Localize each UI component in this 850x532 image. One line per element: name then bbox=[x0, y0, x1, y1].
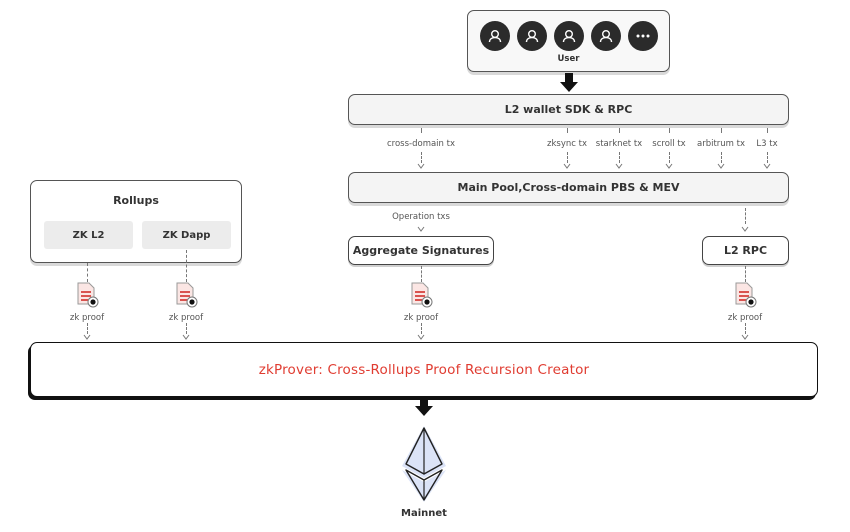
chevron-down-icon bbox=[741, 226, 749, 232]
chevron-down-icon bbox=[741, 334, 749, 340]
tx-label-zksync: zksync tx bbox=[547, 139, 587, 149]
rollup-item-zk-l2[interactable]: ZK L2 bbox=[44, 221, 133, 249]
dashed-connector bbox=[186, 323, 187, 334]
rollups-title: Rollups bbox=[113, 194, 159, 207]
proof-document-icon bbox=[735, 282, 757, 308]
tx-label-starknet: starknet tx bbox=[595, 139, 643, 149]
chevron-down-icon bbox=[615, 163, 623, 169]
dashed-connector bbox=[421, 266, 422, 282]
proof-document-icon bbox=[77, 282, 99, 308]
tx-label-l3: L3 tx bbox=[756, 139, 778, 149]
dashed-connector bbox=[669, 152, 670, 163]
dashed-connector bbox=[567, 152, 568, 163]
chevron-down-icon bbox=[417, 226, 425, 232]
zk-proof-aggregate: zk proof bbox=[401, 282, 441, 323]
proof-document-icon bbox=[411, 282, 433, 308]
zk-proof-label: zk proof bbox=[168, 313, 204, 323]
aggregate-signatures-box: Aggregate Signatures bbox=[348, 236, 494, 265]
tick-connector bbox=[767, 128, 768, 133]
user-icon bbox=[488, 30, 501, 43]
dashed-connector bbox=[186, 250, 187, 282]
proof-document-icon bbox=[176, 282, 198, 308]
dashed-connector bbox=[421, 323, 422, 334]
zkprover-label: zkProver: Cross-Rollups Proof Recursion … bbox=[258, 361, 590, 378]
operation-txs-label: Operation txs bbox=[392, 212, 450, 222]
down-arrow-icon bbox=[415, 398, 433, 416]
tick-connector bbox=[721, 128, 722, 133]
main-pool-box: Main Pool,Cross-domain PBS & MEV bbox=[348, 172, 789, 203]
dashed-connector bbox=[87, 323, 88, 334]
rollup-item-label: ZK L2 bbox=[72, 229, 105, 241]
chevron-down-icon bbox=[563, 163, 571, 169]
tx-label-arbitrum: arbitrum tx bbox=[696, 139, 746, 149]
rollup-item-zk-dapp[interactable]: ZK Dapp bbox=[142, 221, 231, 249]
zk-proof-zk-dapp: zk proof bbox=[166, 282, 206, 323]
zkprover-box: zkProver: Cross-Rollups Proof Recursion … bbox=[30, 342, 818, 397]
main-pool-label: Main Pool,Cross-domain PBS & MEV bbox=[457, 181, 680, 194]
tx-label-scroll: scroll tx bbox=[652, 139, 686, 149]
zk-proof-label: zk proof bbox=[403, 313, 439, 323]
chevron-down-icon bbox=[83, 334, 91, 340]
zk-proof-l2-rpc: zk proof bbox=[725, 282, 765, 323]
tick-connector bbox=[567, 128, 568, 133]
dashed-connector bbox=[421, 152, 422, 163]
chevron-down-icon bbox=[665, 163, 673, 169]
user-avatar-3[interactable] bbox=[553, 21, 584, 51]
tick-connector bbox=[619, 128, 620, 133]
chevron-down-icon bbox=[417, 334, 425, 340]
zk-proof-label: zk proof bbox=[727, 313, 763, 323]
user-avatar-4[interactable] bbox=[590, 21, 621, 51]
dashed-connector bbox=[721, 152, 722, 163]
chevron-down-icon bbox=[417, 163, 425, 169]
tick-connector bbox=[421, 128, 422, 133]
chevron-down-icon bbox=[763, 163, 771, 169]
dashed-connector bbox=[87, 263, 88, 282]
rollups-box: Rollups ZK L2 ZK Dapp bbox=[30, 180, 242, 263]
user-group-box: User bbox=[467, 10, 670, 72]
more-icon bbox=[636, 34, 649, 38]
rollup-item-label: ZK Dapp bbox=[162, 229, 211, 241]
l2-rpc-box: L2 RPC bbox=[702, 236, 789, 265]
l2-rpc-label: L2 RPC bbox=[723, 244, 768, 257]
more-users-button[interactable] bbox=[627, 21, 658, 51]
dashed-connector bbox=[745, 323, 746, 334]
user-icon bbox=[525, 30, 538, 43]
zk-proof-label: zk proof bbox=[69, 313, 105, 323]
tx-label-cross-domain: cross-domain tx bbox=[386, 139, 456, 149]
wallet-sdk-label: L2 wallet SDK & RPC bbox=[504, 103, 633, 116]
ethereum-icon bbox=[402, 426, 446, 502]
dashed-connector bbox=[619, 152, 620, 163]
user-icon bbox=[562, 30, 575, 43]
chevron-down-icon bbox=[717, 163, 725, 169]
user-avatar-1[interactable] bbox=[479, 21, 510, 51]
aggregate-signatures-label: Aggregate Signatures bbox=[352, 244, 490, 257]
wallet-sdk-box: L2 wallet SDK & RPC bbox=[348, 94, 789, 125]
user-avatar-2[interactable] bbox=[516, 21, 547, 51]
dashed-connector bbox=[767, 152, 768, 163]
down-arrow-icon bbox=[560, 73, 578, 92]
chevron-down-icon bbox=[182, 334, 190, 340]
mainnet-label: Mainnet bbox=[401, 508, 447, 519]
dashed-connector bbox=[745, 208, 746, 224]
tick-connector bbox=[669, 128, 670, 133]
zk-proof-zk-l2: zk proof bbox=[67, 282, 107, 323]
dashed-connector bbox=[745, 266, 746, 282]
user-icon bbox=[599, 30, 612, 43]
user-label: User bbox=[557, 54, 580, 64]
